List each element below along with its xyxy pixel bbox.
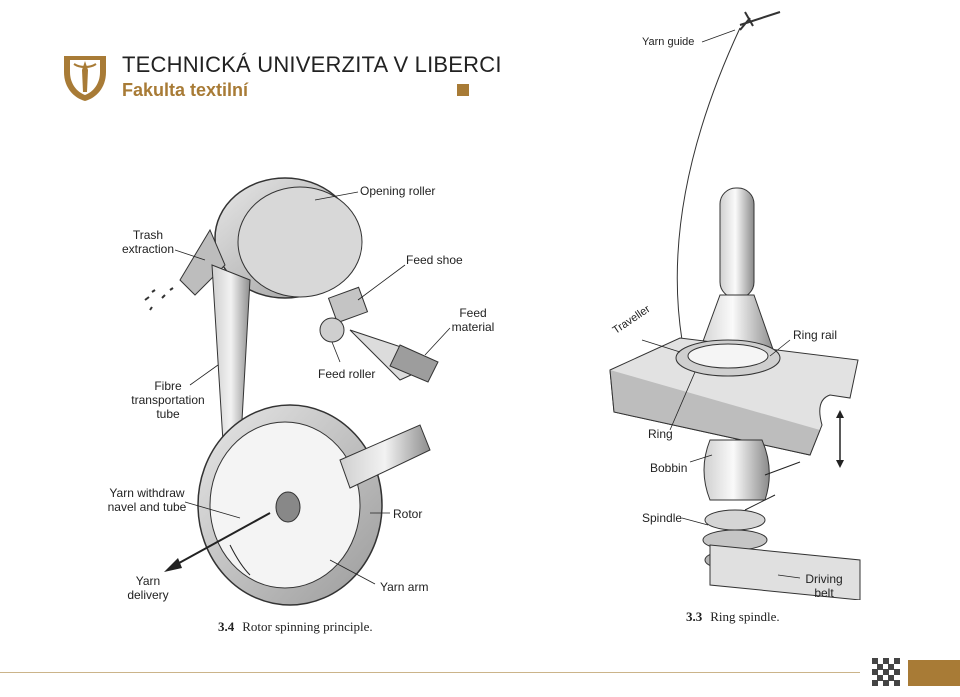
driving-belt-shape bbox=[709, 544, 861, 600]
ring-caption-number: 3.3 bbox=[686, 609, 703, 624]
label-ring: Ring bbox=[648, 427, 673, 441]
faculty-name: Fakulta textilní bbox=[122, 80, 249, 100]
ring-caption: 3.3 Ring spindle. bbox=[686, 609, 780, 625]
ring-spindle-diagram bbox=[609, 11, 861, 600]
label-bobbin: Bobbin bbox=[650, 461, 688, 475]
label-yarn-arm: Yarn arm bbox=[380, 580, 429, 594]
footer-pattern-icon bbox=[872, 658, 900, 686]
university-emblem-icon bbox=[64, 56, 106, 101]
label-feed-shoe: Feed shoe bbox=[406, 253, 463, 267]
university-name: TECHNICKÁ UNIVERZITA V LIBERCI bbox=[122, 52, 502, 77]
feed-roller-shape bbox=[319, 317, 345, 343]
brand-square bbox=[457, 84, 469, 96]
feed-material-shape bbox=[389, 344, 439, 383]
label-ring-rail: Ring rail bbox=[793, 328, 838, 342]
rotor-caption-text: Rotor spinning principle. bbox=[242, 619, 373, 634]
trash-chute-shape bbox=[179, 228, 226, 296]
ring-caption-text: Ring spindle. bbox=[710, 609, 780, 624]
yarn-thread bbox=[676, 27, 741, 341]
university-logo: TECHNICKÁ UNIVERZITA V LIBERCI Fakulta t… bbox=[62, 52, 501, 106]
label-yarn-guide: Yarn guide bbox=[642, 36, 695, 48]
yarn-guide-shape bbox=[739, 11, 781, 31]
spindle-whorl-shape bbox=[704, 509, 766, 531]
rotor-caption: 3.4 Rotor spinning principle. bbox=[218, 619, 373, 635]
label-opening-roller: Opening roller bbox=[360, 184, 436, 198]
label-feed-roller: Feed roller bbox=[318, 367, 376, 381]
label-rotor: Rotor bbox=[393, 507, 423, 521]
label-spindle: Spindle bbox=[642, 511, 683, 525]
rotor-spinning-diagram bbox=[144, 177, 451, 606]
rotor-caption-number: 3.4 bbox=[218, 619, 235, 634]
rotor-shaft-shape bbox=[339, 424, 431, 489]
footer-divider bbox=[0, 672, 860, 673]
bobbin-shape bbox=[703, 439, 770, 501]
spindle-top-shape bbox=[719, 187, 755, 299]
footer-brand-bar bbox=[908, 660, 960, 686]
feed-shoe-shape bbox=[327, 286, 369, 324]
